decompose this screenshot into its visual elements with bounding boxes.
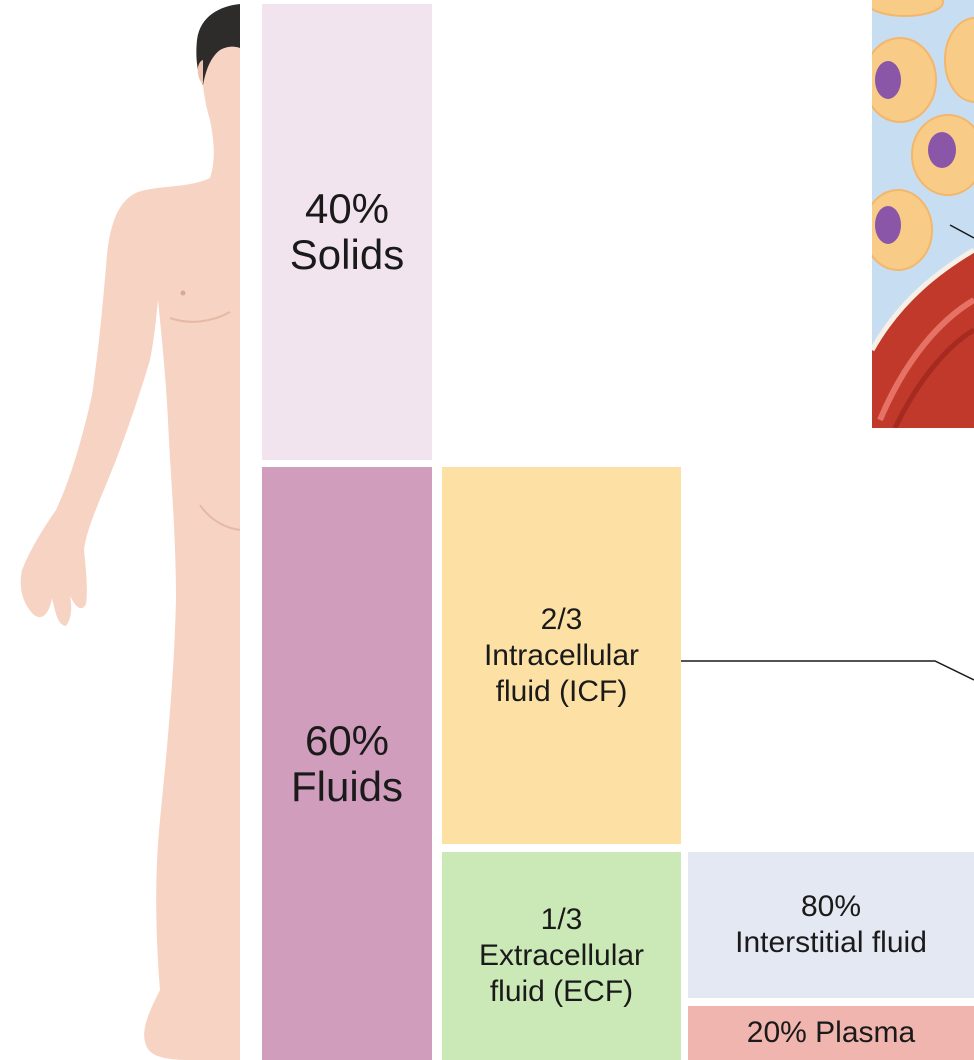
icf-fraction: 2/3 — [541, 602, 583, 638]
nipple — [181, 291, 186, 296]
plasma-label: 20% Plasma — [747, 1015, 915, 1051]
fluids-block: 60% Fluids — [262, 467, 432, 1060]
solids-label: Solids — [290, 232, 404, 278]
icf-label-line1: Intracellular — [484, 638, 639, 674]
ecf-fraction: 1/3 — [541, 902, 583, 938]
human-body-icon — [21, 4, 240, 1060]
icf-block: 2/3 Intracellular fluid (ICF) — [442, 467, 681, 844]
ecf-label-line1: Extracellular — [479, 938, 644, 974]
solids-percent: 40% — [305, 186, 389, 232]
interstitial-label: Interstitial fluid — [735, 925, 927, 961]
ecf-label-line2: fluid (ECF) — [490, 974, 633, 1010]
fluids-percent: 60% — [305, 718, 389, 764]
icf-connector-line — [681, 661, 974, 680]
solids-block: 40% Solids — [262, 4, 432, 460]
interstitial-block: 80% Interstitial fluid — [688, 852, 974, 998]
icf-label-line2: fluid (ICF) — [496, 674, 628, 710]
nucleus — [875, 206, 901, 244]
body-silhouette — [21, 10, 240, 1060]
nucleus — [875, 61, 901, 99]
tissue-cells-icon — [864, 0, 974, 428]
plasma-block: 20% Plasma — [688, 1006, 974, 1060]
interstitial-percent: 80% — [801, 889, 861, 925]
fluids-label: Fluids — [291, 764, 403, 810]
nucleus — [928, 132, 956, 168]
ecf-block: 1/3 Extracellular fluid (ECF) — [442, 852, 681, 1060]
